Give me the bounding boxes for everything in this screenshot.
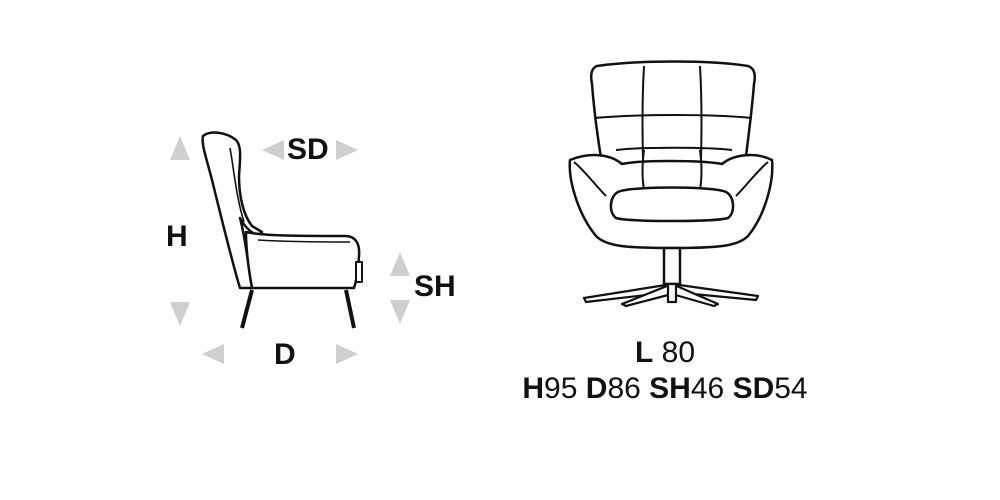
front-backrest	[589, 60, 756, 166]
d-arrow-right	[336, 344, 358, 364]
label-depth: D	[274, 338, 296, 371]
seat-depth-key: SD	[732, 372, 775, 405]
front-view-chair	[568, 60, 774, 308]
sh-arrow-up	[390, 252, 410, 276]
side-front-roll	[355, 261, 363, 283]
sh-arrow-down	[390, 300, 410, 324]
dimension-line-length: L 80	[480, 338, 850, 368]
side-inner-contour	[229, 147, 245, 223]
height-key: H	[522, 372, 545, 405]
side-front-leg	[344, 289, 356, 329]
h-arrow-up	[170, 136, 190, 160]
d-arrow-left	[202, 344, 224, 364]
side-backrest	[201, 131, 264, 290]
length-value: 80	[661, 336, 696, 369]
front-column	[662, 246, 682, 286]
depth-value: 86	[607, 372, 641, 405]
label-height: H	[166, 220, 188, 253]
seat-depth-value: 54	[774, 372, 808, 405]
front-star-base	[582, 282, 760, 308]
seat-height-value: 46	[690, 372, 725, 405]
side-seat-seam	[257, 239, 351, 243]
sd-arrow-left	[262, 140, 284, 160]
side-view-chair	[201, 131, 363, 329]
h-arrow-down	[170, 302, 190, 326]
dimension-line-details: H95 D86 SH46 SD54	[480, 374, 850, 404]
label-seat-height: SH	[414, 270, 456, 303]
seat-height-key: SH	[649, 372, 691, 405]
front-seat-cushion	[609, 186, 735, 223]
side-back-leg	[240, 289, 254, 329]
front-left-arm-contour	[573, 161, 607, 197]
label-seat-depth: SD	[287, 133, 329, 166]
side-seat	[244, 230, 361, 290]
sd-arrow-right	[336, 140, 358, 160]
length-key: L	[634, 336, 654, 369]
depth-key: D	[585, 372, 608, 405]
front-right-arm-contour	[735, 161, 769, 197]
dimension-arrows	[170, 136, 410, 364]
height-value: 95	[544, 372, 578, 405]
